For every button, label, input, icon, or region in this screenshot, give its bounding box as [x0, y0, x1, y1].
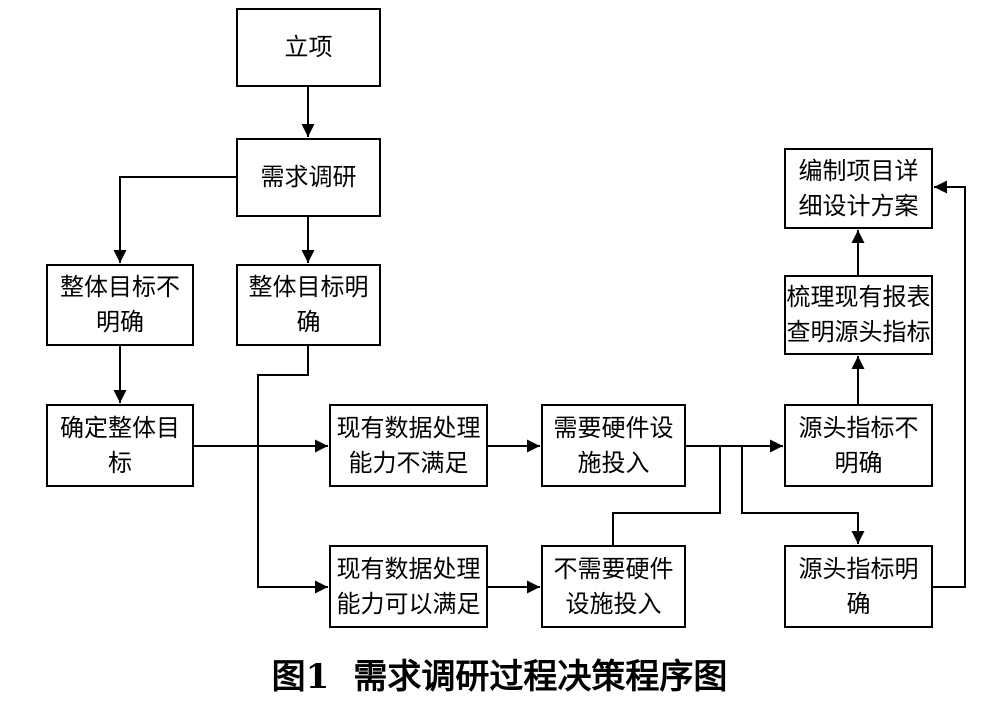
connector-goal-clear-to-capacity-sufficient: [257, 346, 328, 594]
node-goal-clear: 整体目标明 确: [236, 264, 381, 346]
node-label-line: 设施投入: [565, 589, 662, 618]
node-goal-unclear: 整体目标不 明确: [46, 264, 194, 346]
node-label-line: 能力不满足: [348, 448, 469, 477]
node-label-line: 确定整体目: [60, 413, 180, 442]
node-review-reports: 梳理现有报表 查明源头指标: [784, 275, 933, 355]
node-research: 需求调研: [236, 138, 381, 217]
figure-caption: 图1 需求调研过程决策程序图: [0, 654, 999, 700]
node-hardware-needed: 需要硬件设 施投入: [541, 404, 686, 487]
connector-source-clear-to-detailed-design: [933, 180, 966, 588]
node-label-line: 确: [296, 308, 321, 336]
node-capacity-sufficient: 现有数据处理 能力可以满足: [329, 545, 488, 628]
node-label-line: 源头指标不: [798, 413, 919, 442]
node-label-line: 编制项目详: [798, 156, 919, 185]
node-source-unclear: 源头指标不 明确: [784, 404, 933, 487]
connector-hardware-not-needed-merge: [612, 446, 721, 545]
figure-title: 需求调研过程决策程序图: [353, 657, 728, 697]
node-label-line: 查明源头指标: [786, 318, 931, 346]
node-label-line: 梳理现有报表: [786, 283, 931, 311]
node-capacity-insufficient: 现有数据处理 能力不满足: [329, 404, 488, 487]
node-label-line: 标: [108, 448, 132, 477]
node-label-line: 细设计方案: [798, 191, 919, 220]
node-source-clear: 源头指标明 确: [784, 545, 933, 628]
node-start: 立项: [236, 8, 381, 87]
node-detailed-design: 编制项目详 细设计方案: [784, 148, 933, 229]
node-label-line: 不需要硬件: [553, 554, 674, 583]
node-label-line: 整体目标明: [248, 273, 369, 301]
node-label-line: 施投入: [577, 448, 650, 477]
connector-research-to-goal-unclear: [113, 176, 236, 263]
node-label-line: 需求调研: [260, 163, 357, 191]
node-label-line: 需要硬件设: [553, 413, 674, 442]
node-label-line: 能力可以满足: [336, 589, 481, 618]
node-hardware-not-needed: 不需要硬件 设施投入: [541, 545, 686, 628]
node-label-line: 整体目标不: [60, 273, 180, 301]
node-label-line: 明确: [834, 448, 883, 477]
node-label-line: 确: [846, 589, 871, 618]
node-label-line: 现有数据处理: [336, 413, 481, 442]
node-label-line: 源头指标明: [798, 554, 919, 583]
node-define-goal: 确定整体目 标: [46, 404, 194, 487]
figure-label: 图1: [271, 657, 330, 697]
node-label-line: 现有数据处理: [336, 554, 481, 583]
connector-branch-to-source-clear: [741, 446, 865, 544]
node-label-line: 明确: [96, 308, 144, 336]
node-label-line: 立项: [284, 33, 333, 61]
